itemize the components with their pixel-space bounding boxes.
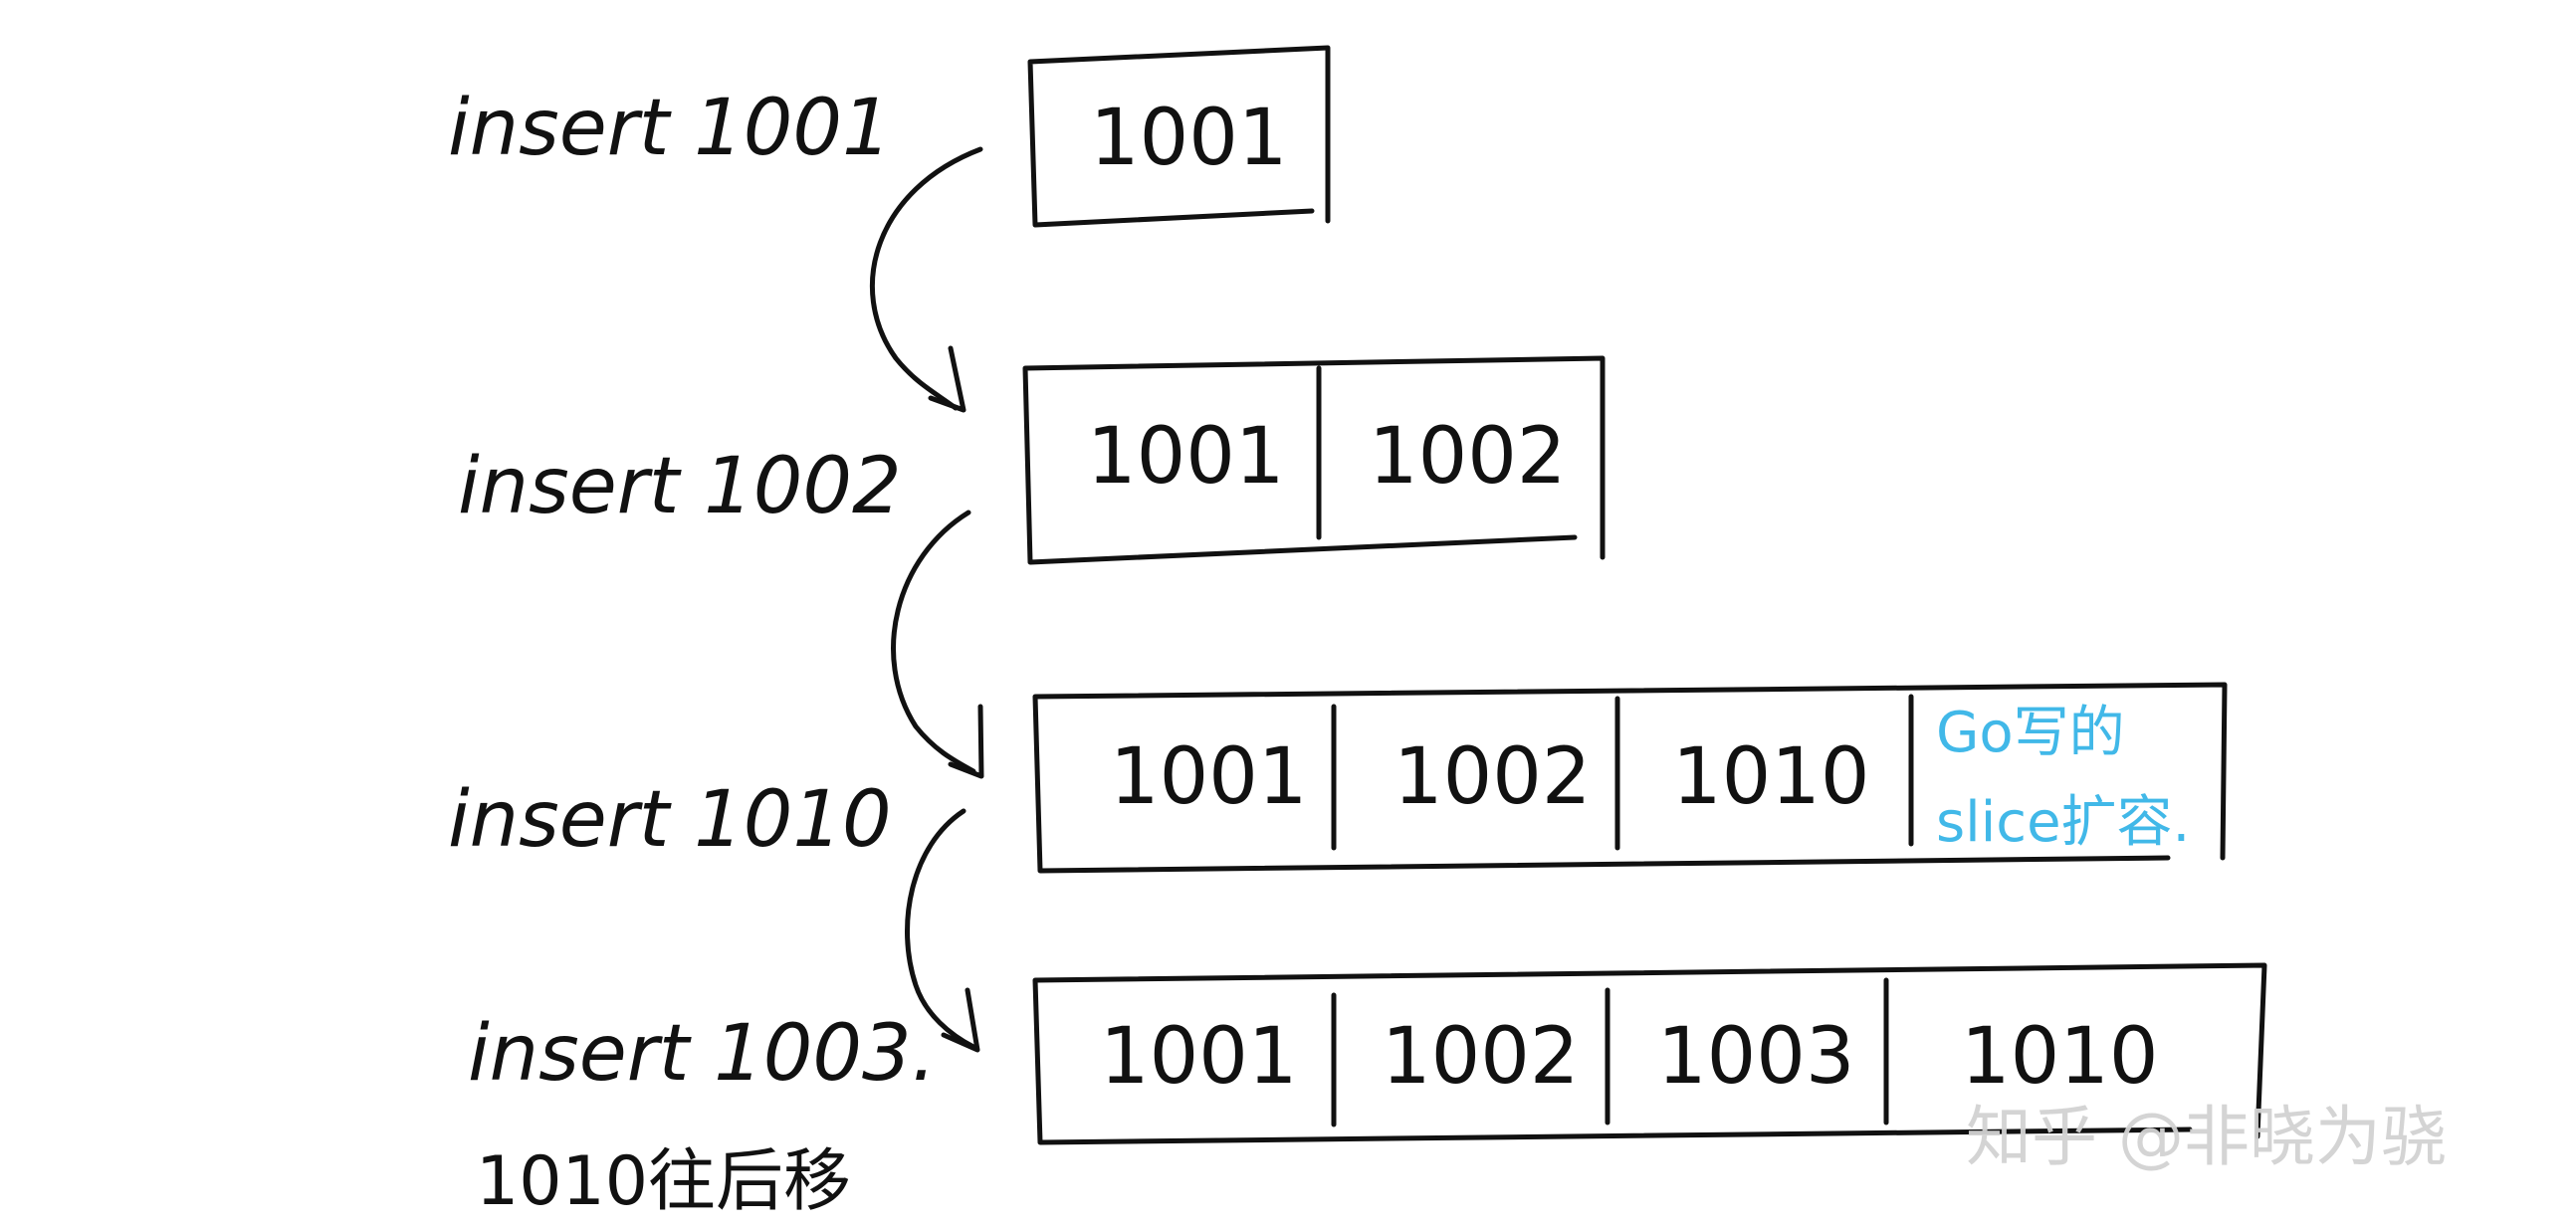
step-4-cell-3: 1003	[1657, 1012, 1855, 1102]
step-1-cell-1: 1001	[1090, 94, 1288, 183]
step-2-slice-box	[1022, 355, 1606, 565]
step-4-cell-2: 1002	[1382, 1012, 1580, 1102]
arrow-step-1-to-2	[869, 146, 983, 411]
step-4-cell-1: 1001	[1100, 1012, 1298, 1102]
arrow-step-2-to-3-head	[948, 704, 984, 779]
step-4-label: insert 1003.	[468, 1009, 936, 1099]
step-4-slice-box	[1032, 962, 2267, 1145]
step-2-cell-1: 1001	[1087, 412, 1285, 502]
arrow-step-3-to-4	[905, 808, 976, 1050]
arrow-step-1-to-2-head	[928, 345, 966, 413]
step-1-slice-box	[1027, 45, 1331, 228]
step-3-slice-box	[1032, 682, 2228, 874]
step-3-label: insert 1010	[448, 775, 892, 865]
step-3-cell-2: 1002	[1394, 732, 1592, 822]
step-2-label: insert 1002	[458, 442, 902, 531]
step-2-cell-2: 1002	[1369, 412, 1567, 502]
step-3-cell-3: 1010	[1672, 732, 1870, 822]
slice-note-line-2: slice扩容.	[1936, 790, 2190, 855]
step-1-label: insert 1001	[448, 84, 892, 173]
step-4-cell-4: 1010	[1961, 1012, 2159, 1102]
watermark: 知乎 @非晓为骁	[1966, 1099, 2447, 1175]
step-4-sub-label: 1010往后移	[476, 1142, 851, 1221]
slice-note-line-1: Go写的	[1936, 701, 2125, 765]
step-3-cell-1: 1001	[1110, 732, 1308, 822]
arrow-step-3-to-4-head	[941, 987, 980, 1053]
arrow-step-2-to-3	[891, 510, 976, 774]
